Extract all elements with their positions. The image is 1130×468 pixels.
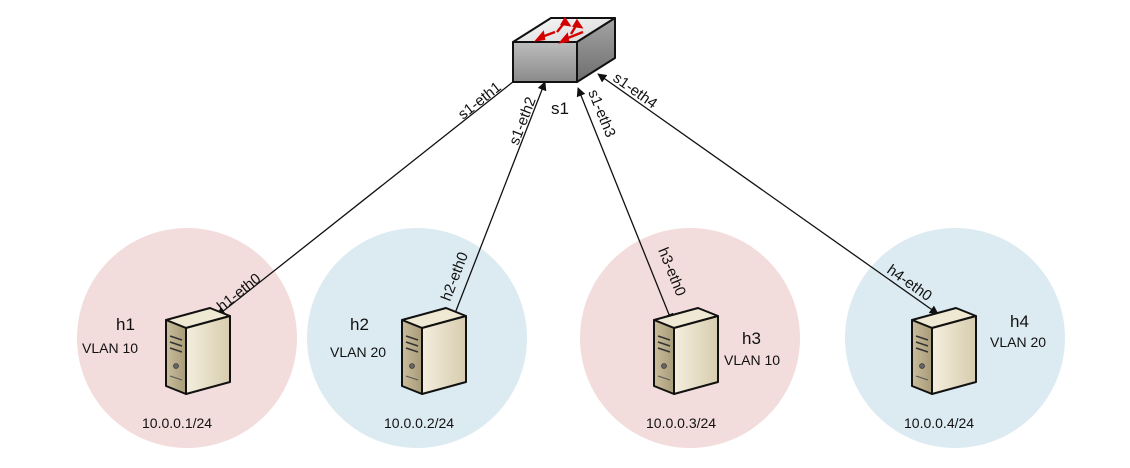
network-switch-icon[interactable]	[512, 16, 616, 83]
ip-address-h3: 10.0.0.3/24	[646, 415, 716, 431]
vlan-label-h2: VLAN 20	[330, 344, 386, 360]
link-h4-s1	[597, 73, 939, 315]
link-h2-s1	[450, 81, 547, 322]
ip-address-h4: 10.0.0.4/24	[904, 415, 974, 431]
server-icon-h3[interactable]	[653, 307, 719, 395]
ip-address-h2: 10.0.0.2/24	[384, 415, 454, 431]
vlan-label-h1: VLAN 10	[82, 340, 138, 356]
server-icon-h4[interactable]	[911, 307, 977, 395]
server-icon-h1[interactable]	[165, 307, 231, 395]
host-name-h2: h2	[350, 315, 369, 334]
vlan-label-h3: VLAN 10	[724, 352, 780, 368]
host-name-h3: h3	[742, 329, 761, 348]
switch-label: s1	[551, 99, 569, 118]
server-icon-h2[interactable]	[401, 307, 467, 395]
switch-iface-label-1: s1-eth1	[455, 79, 505, 123]
switch-iface-label-2: s1-eth2	[506, 95, 540, 148]
switch-iface-label-3: s1-eth3	[584, 87, 619, 140]
switch-iface-label-4: s1-eth4	[610, 69, 661, 112]
vlan-label-h4: VLAN 20	[990, 334, 1046, 350]
host-name-h4: h4	[1010, 312, 1029, 331]
host-name-h1: h1	[116, 315, 135, 334]
ip-address-h1: 10.0.0.1/24	[142, 415, 212, 431]
